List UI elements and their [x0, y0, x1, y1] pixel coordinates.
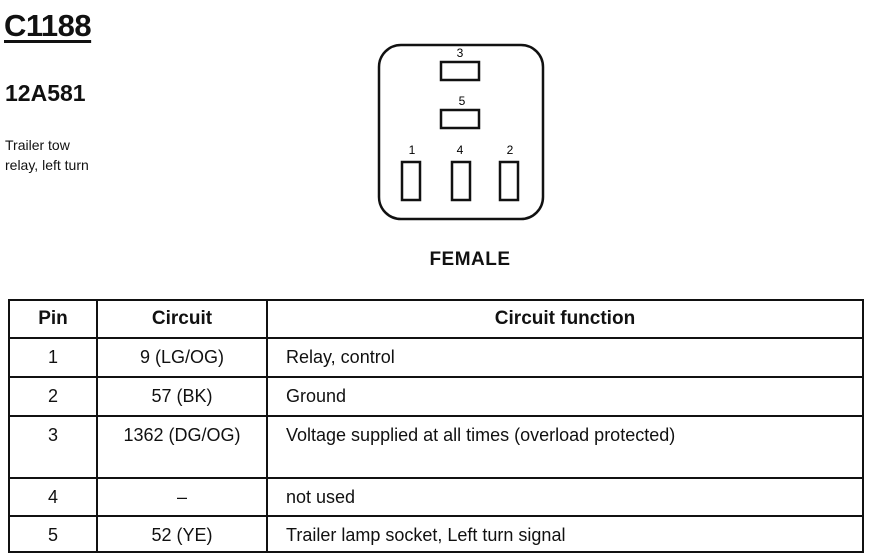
- part-number: 12A581: [5, 80, 86, 106]
- pinout-table: Pin Circuit Circuit function 1 9 (LG/OG)…: [8, 299, 864, 553]
- cell-pin: 1: [8, 337, 98, 378]
- table-row: 2 57 (BK) Ground: [8, 376, 864, 417]
- cell-pin: 5: [8, 515, 98, 553]
- cell-pin: 3: [8, 415, 98, 479]
- table-row: 4 – not used: [8, 477, 864, 517]
- pin-socket-5: [439, 108, 481, 130]
- cell-function: Voltage supplied at all times (overload …: [266, 415, 864, 479]
- header-circuit-function: Circuit function: [266, 299, 864, 339]
- description-line-2: relay, left turn: [5, 157, 89, 173]
- pin-socket-4: [450, 160, 472, 202]
- description-line-1: Trailer tow: [5, 137, 70, 153]
- cell-circuit: 9 (LG/OG): [96, 337, 268, 378]
- cell-pin: 2: [8, 376, 98, 417]
- cell-circuit: 1362 (DG/OG): [96, 415, 268, 479]
- cell-function: Trailer lamp socket, Left turn signal: [266, 515, 864, 553]
- header-pin: Pin: [8, 299, 98, 339]
- table-row: 5 52 (YE) Trailer lamp socket, Left turn…: [8, 515, 864, 553]
- pin-label-2: 2: [507, 143, 514, 157]
- table-row: 1 9 (LG/OG) Relay, control: [8, 337, 864, 378]
- pin-label-3: 3: [457, 46, 464, 60]
- connector-face-label: FEMALE: [429, 249, 511, 270]
- pin-socket-1: [400, 160, 422, 202]
- connector-id: C1188: [4, 8, 92, 43]
- table-row: 3 1362 (DG/OG) Voltage supplied at all t…: [8, 415, 864, 479]
- pin-label-1: 1: [409, 143, 416, 157]
- connector-housing: [377, 43, 545, 221]
- cell-circuit: –: [96, 477, 268, 517]
- connector-face-diagram: 3 5 1 4 2: [377, 43, 545, 221]
- pin-socket-2: [498, 160, 520, 202]
- cell-function: not used: [266, 477, 864, 517]
- cell-circuit: 52 (YE): [96, 515, 268, 553]
- cell-function: Relay, control: [266, 337, 864, 378]
- header-circuit: Circuit: [96, 299, 268, 339]
- pin-label-4: 4: [457, 143, 464, 157]
- connector-description: Trailer tow relay, left turn: [5, 135, 89, 175]
- cell-pin: 4: [8, 477, 98, 517]
- pin-socket-3: [439, 60, 481, 82]
- pin-label-5: 5: [459, 94, 466, 108]
- cell-function: Ground: [266, 376, 864, 417]
- table-header-row: Pin Circuit Circuit function: [8, 299, 864, 339]
- cell-circuit: 57 (BK): [96, 376, 268, 417]
